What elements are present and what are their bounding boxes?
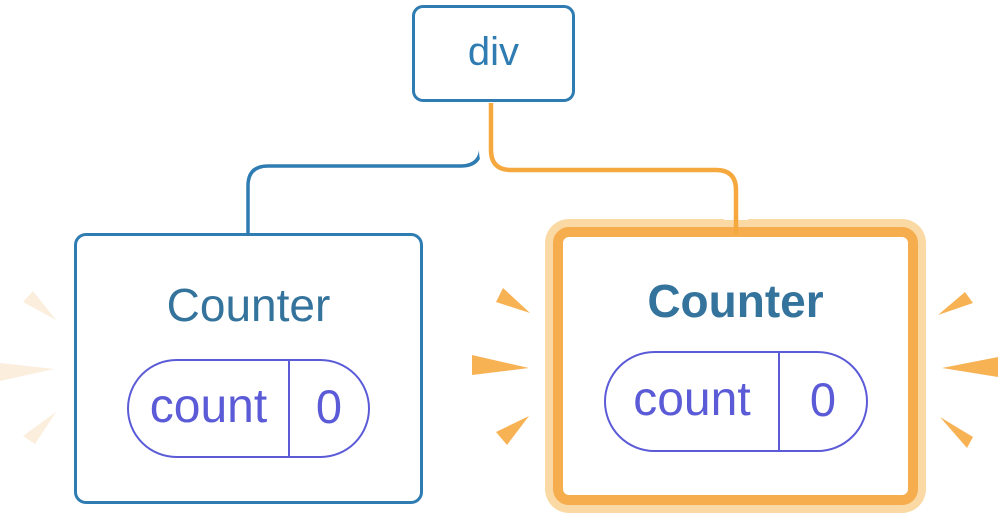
state-pill: count 0	[127, 359, 370, 458]
state-value: 0	[315, 380, 343, 433]
root-node: div	[412, 5, 575, 102]
root-node-label: div	[467, 29, 520, 74]
spark-burst-middle-icon	[472, 288, 530, 445]
edge-casing	[479, 103, 748, 220]
counter-card-left: Counter count 0	[74, 233, 423, 504]
edge-root-to-left-counter	[246, 103, 483, 236]
counter-title: Counter	[166, 279, 331, 331]
state-pill: count 0	[603, 351, 868, 452]
edge-root-to-right-counter	[488, 103, 739, 234]
state-key: count	[149, 379, 268, 433]
state-value: 0	[809, 373, 837, 426]
spark-burst-left-icon	[0, 291, 56, 444]
counter-title: Counter	[647, 275, 824, 327]
spark-burst-right-icon	[938, 292, 998, 448]
state-key: count	[633, 372, 751, 426]
pill-divider	[287, 361, 290, 456]
pill-divider	[778, 353, 781, 450]
